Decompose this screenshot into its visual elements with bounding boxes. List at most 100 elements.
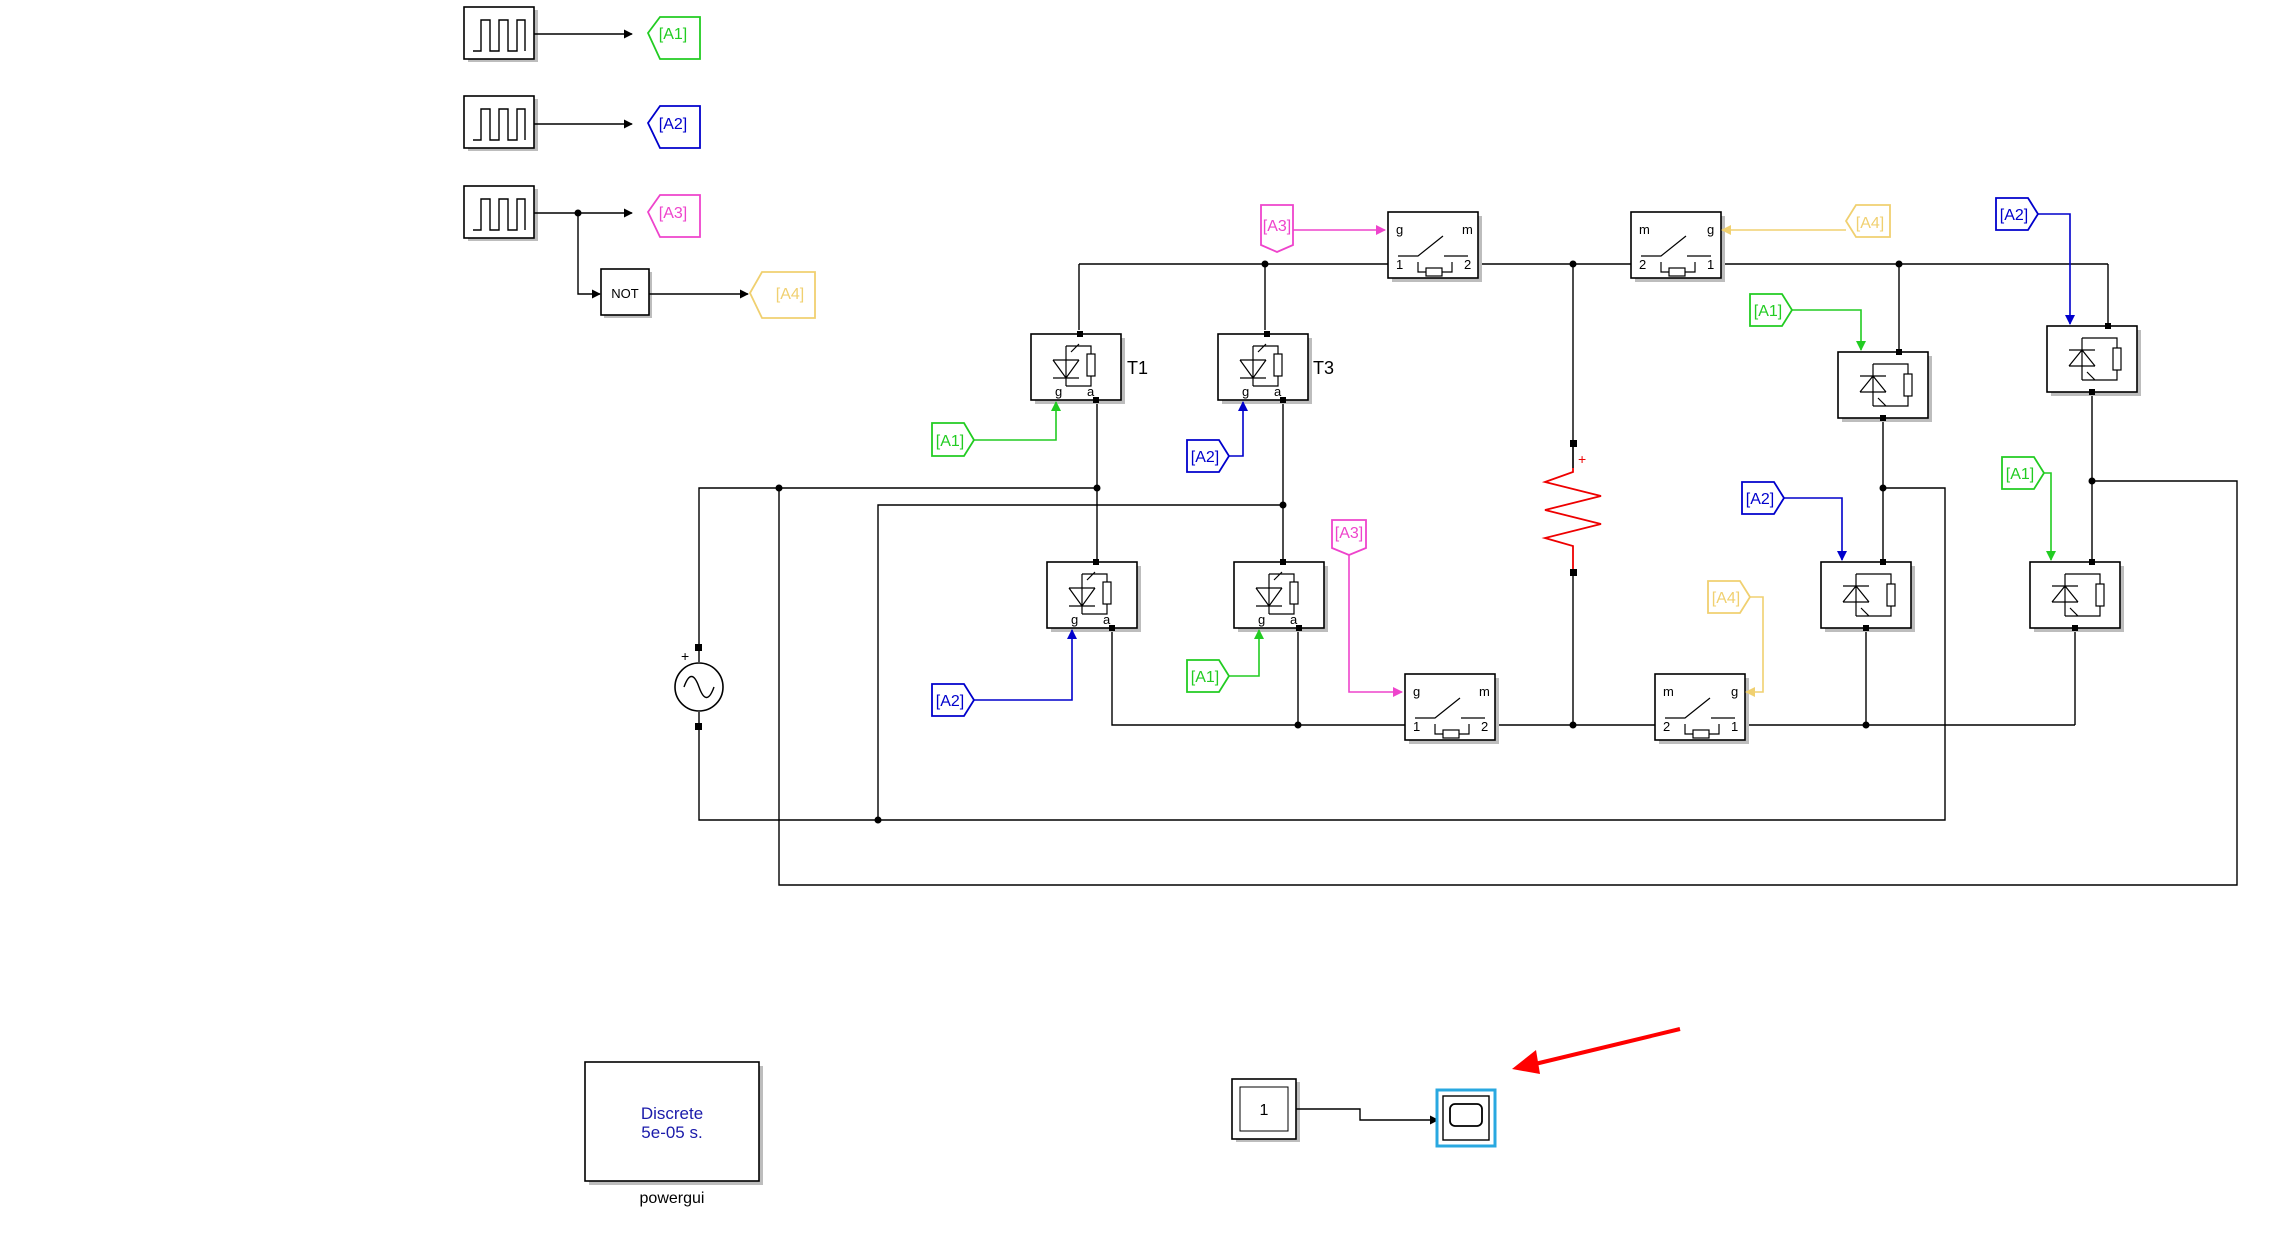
pulse-generator-2[interactable]	[463, 95, 538, 151]
svg-text:[A3]: [A3]	[1335, 525, 1363, 542]
pulse-generator-3[interactable]	[463, 185, 538, 241]
svg-text:[A3]: [A3]	[659, 205, 687, 222]
svg-text:g: g	[1396, 222, 1403, 237]
pulse-generator-icon	[473, 198, 526, 231]
thyristor-t7[interactable]	[1820, 559, 1915, 632]
from-tag-a4-breaker-top[interactable]: [A4]	[1721, 204, 1891, 238]
svg-text:a: a	[1103, 612, 1111, 627]
svg-text:g: g	[1071, 612, 1078, 627]
svg-text:+: +	[1578, 451, 1586, 467]
svg-text:m: m	[1479, 684, 1490, 699]
goto-tag-a4[interactable]: [A4]	[748, 271, 816, 319]
svg-text:m: m	[1663, 684, 1674, 699]
goto-tag-a1[interactable]: [A1]	[646, 16, 701, 60]
svg-text:a: a	[1274, 384, 1282, 399]
svg-text:a: a	[1087, 384, 1095, 399]
svg-text:1: 1	[1260, 1102, 1269, 1119]
goto-tag-a2[interactable]: [A2]	[646, 105, 701, 149]
sine-source-icon	[683, 675, 715, 699]
thyristor-t6[interactable]	[2046, 323, 2141, 396]
svg-text:m: m	[1462, 222, 1473, 237]
svg-text:g: g	[1055, 384, 1062, 399]
t3-label: T3	[1313, 358, 1334, 378]
from-tag-a2-t6[interactable]: [A2]	[1995, 197, 2075, 325]
svg-text:[A1]: [A1]	[1191, 669, 1219, 686]
t1-label: T1	[1127, 358, 1148, 378]
svg-text:m: m	[1639, 222, 1650, 237]
signal-line	[577, 213, 601, 299]
svg-text:[A2]: [A2]	[2000, 207, 2028, 224]
power-wiring	[698, 263, 2238, 886]
not-block[interactable]: NOT	[600, 268, 652, 318]
svg-text:2: 2	[1481, 719, 1488, 734]
svg-text:+: +	[681, 648, 689, 664]
svg-text:[A4]: [A4]	[1712, 590, 1740, 607]
pulse-generator-icon	[473, 19, 526, 52]
thyristor-icon	[2068, 337, 2122, 381]
constant-block[interactable]: 1	[1231, 1078, 1300, 1142]
svg-text:[A2]: [A2]	[1191, 449, 1219, 466]
thyristor-t8[interactable]	[2029, 559, 2124, 632]
signal-line	[1296, 1108, 1439, 1125]
from-tag-a3-breaker-top[interactable]: [A3]	[1260, 204, 1386, 253]
powergui-line1: Discrete	[641, 1104, 703, 1123]
svg-text:[A2]: [A2]	[1746, 491, 1774, 508]
breaker-icon	[1415, 697, 1485, 739]
breaker-bottom-left[interactable]: g m 1 2	[1404, 673, 1499, 744]
thyristor-t5[interactable]	[1837, 349, 1932, 422]
from-tag-a2-t2[interactable]: [A2]	[931, 629, 1077, 717]
powergui-line2: 5e-05 s.	[641, 1123, 702, 1142]
pulse-generator-1[interactable]	[463, 6, 538, 62]
junction-dots	[775, 260, 2096, 824]
thyristor-icon	[1255, 571, 1299, 615]
pulse-generator-icon	[473, 108, 526, 141]
svg-text:1: 1	[1731, 719, 1738, 734]
svg-text:1: 1	[1413, 719, 1420, 734]
powergui-name: powergui	[640, 1190, 705, 1207]
svg-text:[A4]: [A4]	[1856, 215, 1884, 232]
from-tag-a3-breaker-bottom[interactable]: [A3]	[1331, 519, 1403, 697]
svg-text:g: g	[1707, 222, 1714, 237]
scope-block[interactable]	[1435, 1088, 1497, 1148]
scope-icon	[1449, 1103, 1483, 1127]
annotation-arrow	[1512, 1027, 1681, 1074]
not-label: NOT	[611, 286, 639, 301]
thyristor-icon	[1842, 573, 1896, 617]
svg-text:2: 2	[1639, 257, 1646, 272]
powergui-block[interactable]: Discrete 5e-05 s.	[584, 1061, 763, 1185]
svg-text:[A4]: [A4]	[776, 286, 804, 303]
from-tag-a1-t1[interactable]: [A1]	[931, 401, 1061, 457]
thyristor-icon	[1068, 571, 1112, 615]
thyristor-icon	[2051, 573, 2105, 617]
from-tag-a1-t5[interactable]: [A1]	[1749, 293, 1866, 351]
svg-text:1: 1	[1396, 257, 1403, 272]
from-tag-a2-t3[interactable]: [A2]	[1186, 401, 1248, 473]
from-tag-a4-breaker-bottom[interactable]: [A4]	[1707, 580, 1764, 697]
svg-text:[A1]: [A1]	[936, 433, 964, 450]
thyristor-icon	[1239, 343, 1283, 387]
breaker-icon	[1398, 235, 1468, 277]
svg-text:[A2]: [A2]	[659, 116, 687, 133]
svg-text:[A3]: [A3]	[1263, 218, 1291, 235]
thyristor-icon	[1859, 363, 1913, 407]
svg-text:[A1]: [A1]	[1754, 303, 1782, 320]
resistor-icon	[1541, 468, 1602, 569]
from-tag-a2-t7[interactable]: [A2]	[1741, 481, 1847, 561]
svg-text:g: g	[1413, 684, 1420, 699]
svg-text:[A1]: [A1]	[2006, 466, 2034, 483]
goto-tag-a3[interactable]: [A3]	[646, 194, 701, 238]
ac-voltage-source[interactable]: +	[674, 644, 724, 730]
thyristor-icon	[1052, 343, 1096, 387]
from-tag-a1-t8[interactable]: [A1]	[2001, 456, 2056, 561]
from-tag-a1-t4[interactable]: [A1]	[1186, 629, 1264, 693]
breaker-icon	[1641, 235, 1711, 277]
svg-text:a: a	[1290, 612, 1298, 627]
resistor-load[interactable]: +	[1541, 440, 1602, 576]
